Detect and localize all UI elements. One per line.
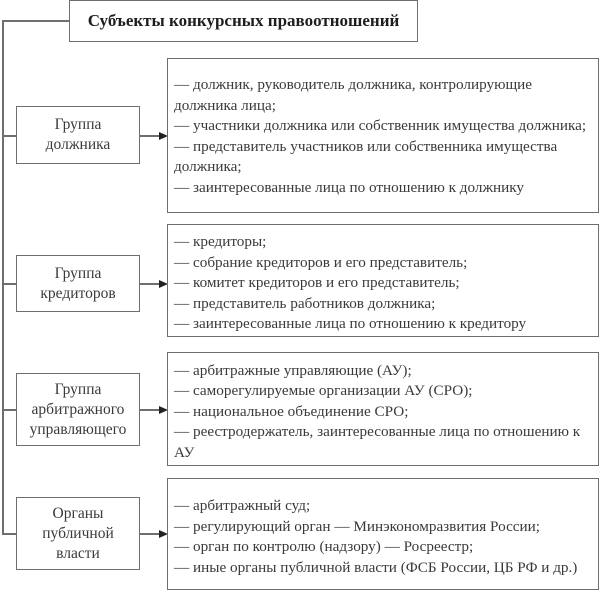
- list-item: — заинтересованные лица по отношению к к…: [174, 315, 527, 333]
- list-item: — комитет кредиторов и его представитель…: [174, 274, 460, 292]
- list-item: — иные органы публичной власти (ФСБ Росс…: [174, 558, 578, 576]
- list-item: — заинтересованные лица по отношению к д…: [174, 178, 524, 196]
- list-item: — арбитражный суд;: [174, 497, 311, 514]
- desc-box-creditors: — кредиторы; — собрание кредиторов и его…: [167, 224, 599, 337]
- list-item: — саморегулируемые организации АУ (СРО);: [174, 382, 473, 400]
- list-item: — национальное объединение СРО;: [174, 402, 409, 420]
- connector-branch-3: [2, 409, 17, 411]
- desc-box-debtor: — должник, руководитель должника, контро…: [167, 58, 599, 213]
- group-label-line: Группа: [54, 116, 102, 133]
- list-item: — регулирующий орган — Минэкономразвития…: [174, 517, 541, 535]
- group-box-creditors: Группа кредиторов: [16, 255, 140, 312]
- group-box-arbitration-manager: Группа арбитражного управляющего: [16, 373, 140, 446]
- group-label-line: управляющего: [29, 420, 127, 438]
- group-label-line: Группа: [54, 380, 102, 398]
- arrow-line-1: [140, 135, 160, 137]
- arrow-line-4: [140, 533, 160, 535]
- arrow-line-2: [140, 283, 160, 285]
- arrow-head-icon: [159, 280, 168, 288]
- list-item: — арбитражные управляющие (АУ);: [174, 361, 412, 379]
- group-label-line: Органы: [52, 504, 104, 522]
- connector-branch-1: [2, 135, 17, 137]
- list-item: — кредиторы;: [174, 233, 267, 251]
- group-label-line: должника: [45, 136, 111, 153]
- list-item: — собрание кредиторов и его представител…: [174, 253, 468, 271]
- connector-branch-2: [2, 283, 17, 285]
- arrow-head-icon: [159, 406, 168, 414]
- group-label-line: публичной: [42, 524, 114, 542]
- list-item: — участники должника или собственник иму…: [174, 117, 587, 134]
- arrow-line-3: [140, 409, 160, 411]
- connector-title-horizontal: [2, 20, 70, 22]
- connector-trunk-vertical: [2, 20, 4, 534]
- desc-box-arbitration-manager: — арбитражные управляющие (АУ); — саморе…: [167, 352, 599, 466]
- desc-box-public-authorities: — арбитражный суд; — регулирующий орган …: [167, 478, 599, 590]
- group-label-line: власти: [56, 544, 100, 562]
- group-label-line: арбитражного: [31, 400, 125, 418]
- group-label-line: Группа: [54, 264, 102, 282]
- group-box-public-authorities: Органы публичной власти: [16, 497, 140, 570]
- connector-branch-4: [2, 533, 17, 535]
- list-item: — реестродержатель, заинтересованные лиц…: [174, 423, 581, 461]
- group-box-debtor: Группа должника: [16, 106, 140, 164]
- group-label-line: кредиторов: [40, 284, 116, 302]
- list-item: — представитель участников или собственн…: [174, 137, 558, 176]
- arrow-head-icon: [159, 530, 168, 538]
- arrow-head-icon: [159, 132, 168, 140]
- list-item: — орган по контролю (надзору) — Росреест…: [174, 538, 474, 555]
- list-item: — должник, руководитель должника, контро…: [174, 76, 533, 114]
- list-item: — представитель работников должника;: [174, 294, 436, 312]
- diagram-title: Субъекты конкурсных правоотношений: [69, 0, 418, 42]
